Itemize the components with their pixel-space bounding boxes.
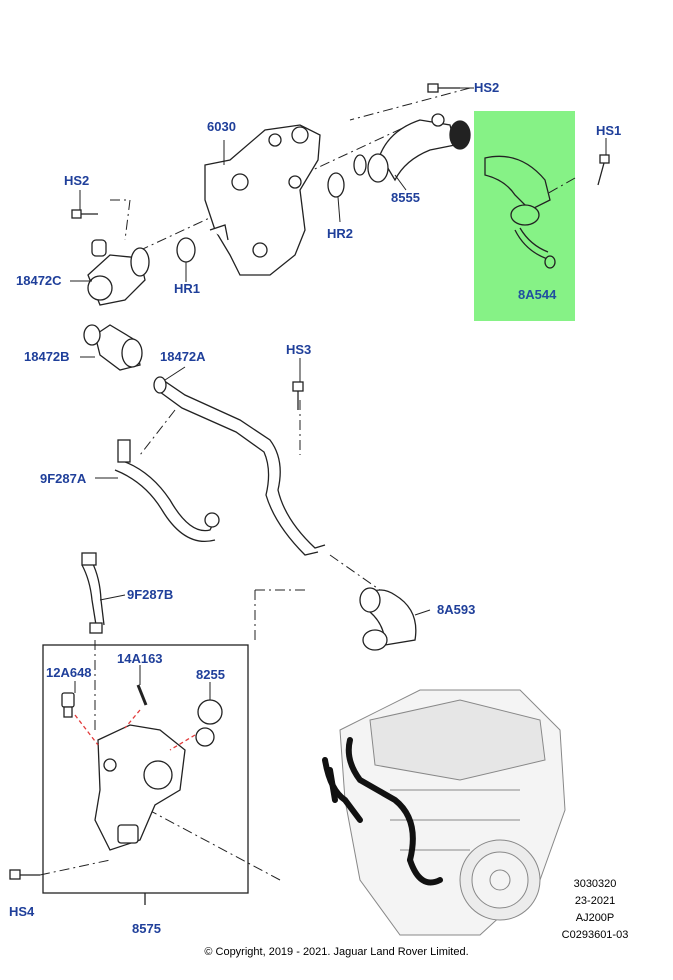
bracket-6030 (204, 124, 321, 276)
label-6030: 6030 (207, 119, 236, 134)
bolt-hs1 (597, 154, 610, 186)
label-hr1: HR1 (174, 281, 201, 296)
clip-14a163 (136, 684, 148, 706)
bolt-hs3 (292, 381, 304, 410)
bolt-hs4 (9, 869, 40, 880)
label-18472a: 18472A (160, 349, 206, 364)
ring-hr2 (327, 172, 345, 198)
label-12a648: 12A648 (46, 665, 92, 680)
meta-line-4: C0293601-03 (561, 929, 629, 941)
label-8555: 8555 (391, 190, 420, 205)
meta-line-1: 3030320 (573, 878, 617, 890)
label-hs3: HS3 (286, 342, 312, 357)
sensor-12a648 (61, 692, 75, 718)
label-8575: 8575 (132, 921, 161, 936)
label-hs2-top: HS2 (474, 80, 500, 95)
label-leaders (70, 87, 607, 700)
label-18472c: 18472C (16, 273, 62, 288)
thermostat-housing-8575 (94, 724, 186, 851)
pipe-18472a (153, 376, 326, 556)
outlet-18472c (87, 239, 150, 306)
outlet-18472b (83, 324, 143, 371)
hose-9f287b (81, 552, 105, 634)
label-hs2-left: HS2 (64, 173, 90, 188)
label-8255: 8255 (196, 667, 225, 682)
hose-8555 (367, 113, 471, 183)
seal-8255-inner (195, 727, 215, 747)
label-hr2: HR2 (327, 226, 354, 241)
label-9f287a: 9F287A (40, 471, 87, 486)
hose-8a593 (359, 587, 417, 651)
label-hs4: HS4 (9, 904, 35, 919)
meta-line-3: AJ200P (575, 912, 615, 924)
part-8a544 (484, 155, 556, 269)
seal-8255-outer (197, 699, 223, 725)
label-8a544: 8A544 (518, 287, 557, 302)
copyright-notice: © Copyright, 2019 - 2021. Jaguar Land Ro… (204, 946, 469, 958)
engine-coolant-pipes (322, 737, 443, 886)
label-18472b: 18472B (24, 349, 70, 364)
label-8a593: 8A593 (437, 602, 476, 617)
red-leaders (74, 709, 196, 751)
label-hs1: HS1 (596, 123, 622, 138)
engine-illustration (339, 689, 566, 936)
hose-9f287a (114, 439, 220, 542)
ring-hr1 (176, 237, 196, 263)
label-14a163: 14A163 (117, 651, 163, 666)
label-9f287b: 9F287B (127, 587, 174, 602)
bolt-hs2-left (71, 209, 98, 219)
meta-line-2: 23-2021 (574, 895, 616, 907)
assembly-lines (20, 87, 576, 881)
